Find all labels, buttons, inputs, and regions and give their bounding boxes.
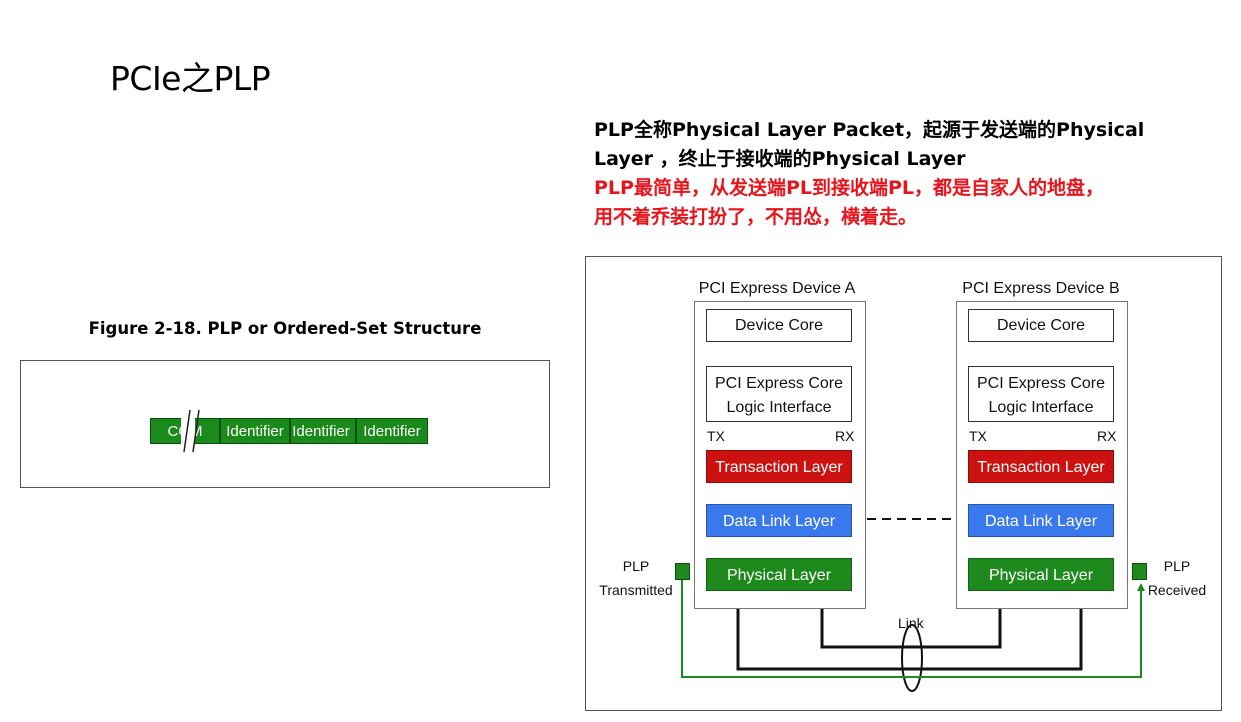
description-line-1: PLP全称Physical Layer Packet，起源于发送端的Physic…: [594, 119, 1145, 141]
device-b-data-link-layer: Data Link Layer: [968, 504, 1114, 537]
plp-received-marker: [1132, 563, 1147, 580]
device-a-tx-label: TX: [707, 428, 725, 444]
device-b-transaction-layer: Transaction Layer: [968, 450, 1114, 483]
figure-caption: Figure 2-18. PLP or Ordered-Set Structur…: [88, 319, 482, 338]
break-marks: [181, 409, 200, 453]
description-line-4: 用不着乔装打扮了，不用怂，横着走。: [594, 206, 918, 228]
device-b-core: Device Core: [968, 309, 1114, 342]
link-label: Link: [898, 615, 924, 631]
description-line-2: Layer ，终止于接收端的Physical Layer: [594, 148, 966, 170]
plp-right-line-2: Received: [1147, 582, 1207, 598]
device-b-title: PCI Express Device B: [962, 280, 1120, 297]
device-a-physical-layer: Physical Layer: [706, 558, 852, 591]
link-wire-a-to-b: [736, 591, 1085, 671]
device-b-logic-line-2: Logic Interface: [988, 399, 1094, 416]
plp-received-label: PLP Received: [1144, 554, 1210, 602]
device-a-logic-interface: PCI Express Core Logic Interface: [706, 366, 852, 422]
plp-transmitted-marker: [675, 563, 690, 580]
link-ellipse: [901, 624, 923, 692]
plp-cell-identifier-1: Identifier: [220, 418, 290, 444]
slide-title: PCIe之PLP: [110, 59, 271, 98]
device-b-logic-interface: PCI Express Core Logic Interface: [968, 366, 1114, 422]
plp-left-line-2: Transmitted: [599, 582, 673, 598]
plp-path: [681, 579, 1145, 678]
plp-cell-identifier-3: Identifier: [356, 418, 428, 444]
device-a-data-link-layer: Data Link Layer: [706, 504, 852, 537]
plp-structure-figure: COM Identifier Identifier Identifier: [20, 360, 550, 488]
pcie-layer-diagram: PCI Express Device A Device Core PCI Exp…: [585, 256, 1222, 711]
device-b-physical-layer: Physical Layer: [968, 558, 1114, 591]
link-wire-b-to-a: [818, 591, 1002, 649]
plp-right-line-1: PLP: [1163, 558, 1191, 574]
plp-left-line-1: PLP: [622, 558, 650, 574]
plp-transmitted-label: PLP Transmitted: [594, 554, 678, 602]
device-a-logic-line-2: Logic Interface: [726, 399, 832, 416]
device-b-tx-label: TX: [969, 428, 987, 444]
device-b-rx-label: RX: [1097, 428, 1117, 444]
device-a-rx-label: RX: [835, 428, 855, 444]
plp-cell-identifier-2: Identifier: [290, 418, 356, 444]
device-a-logic-line-1: PCI Express Core: [714, 375, 844, 392]
device-a-title: PCI Express Device A: [698, 280, 856, 297]
description: PLP全称Physical Layer Packet，起源于发送端的Physic…: [594, 116, 1214, 232]
device-a-core: Device Core: [706, 309, 852, 342]
device-a-transaction-layer: Transaction Layer: [706, 450, 852, 483]
device-b-logic-line-1: PCI Express Core: [976, 375, 1106, 392]
description-line-3: PLP最简单，从发送端PL到接收端PL，都是自家人的地盘，: [594, 177, 1105, 199]
